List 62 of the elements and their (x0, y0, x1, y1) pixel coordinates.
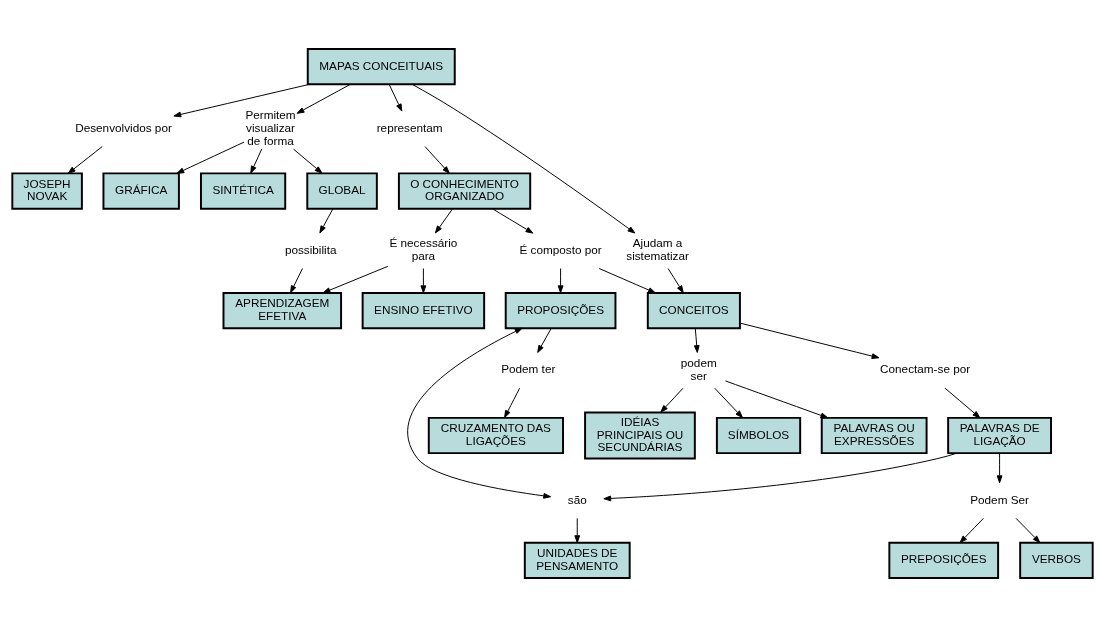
node-box: UNIDADES DE PENSAMENTO (523, 541, 631, 580)
node-box: IDÉIAS PRINCIPAIS OU SECUNDÁRIAS (584, 411, 696, 460)
node-text: Podem ter (501, 362, 556, 376)
arrow (944, 387, 981, 419)
arrow (319, 208, 334, 234)
node-box: O CONHECIMENTO ORGANIZADO (397, 172, 532, 210)
arrow (434, 208, 454, 234)
node-box: CONCEITOS (646, 291, 741, 330)
node-box: JOSEPH NOVAK (11, 172, 83, 210)
arrow (322, 265, 389, 294)
arrow (293, 148, 323, 174)
arrow (176, 141, 245, 174)
node-text: podem ser (680, 356, 717, 382)
node-text: É composto por (519, 242, 602, 256)
node-box: CRUZAMENTO DAS LIGAÇÕES (427, 416, 564, 455)
arrow (290, 268, 303, 294)
node-box: MAPAS CONCEITUAIS (306, 47, 456, 86)
node-text: Conectam-se por (880, 362, 971, 376)
arrow (996, 452, 1003, 484)
node-text: representam (376, 120, 443, 134)
node-box: ENSINO EFETIVO (361, 291, 486, 330)
arrow (959, 517, 984, 544)
node-text: possibilita (284, 242, 337, 256)
arrow (296, 83, 351, 114)
node-text: Ajudam a sistematizar (626, 236, 689, 263)
arrow (424, 146, 450, 174)
arrow (250, 148, 263, 174)
node-box: VERBOS (1019, 541, 1094, 580)
arrow (411, 83, 636, 234)
arrow (714, 387, 743, 419)
node-box: PALAVRAS DE LIGAÇÃO (947, 416, 1052, 455)
arrow (504, 387, 521, 419)
arrow (667, 268, 684, 294)
arrow (603, 452, 958, 502)
node-box: PREPOSIÇÕES (888, 541, 1000, 580)
arrow (420, 268, 427, 294)
arrow (407, 327, 552, 499)
node-box: SINTÉTICA (199, 172, 287, 210)
arrow (739, 322, 880, 359)
arrow (574, 517, 581, 544)
arrow (557, 268, 564, 294)
node-text: Desenvolvidos por (75, 120, 172, 134)
arrow (660, 387, 684, 413)
node-box: GRÁFICA (102, 172, 180, 210)
node-box: GLOBAL (306, 172, 378, 210)
arrow (724, 380, 829, 419)
arrow (491, 208, 534, 234)
node-text: Permitem visualizar de forma (245, 108, 296, 147)
node-text: É necessário para (389, 236, 458, 263)
arrow (693, 327, 700, 353)
arrow (598, 268, 656, 294)
arrow (1015, 517, 1041, 544)
arrow (388, 83, 403, 112)
arrow (537, 327, 552, 353)
node-text: são (567, 492, 587, 506)
node-text: Podem Ser (970, 492, 1029, 506)
node-box: PALAVRAS OU EXPRESSÕES (820, 416, 928, 455)
arrow (173, 83, 311, 118)
arrow (67, 146, 103, 174)
node-box: PROPOSIÇÕES (504, 291, 617, 330)
node-box: SÍMBOLOS (715, 416, 802, 455)
node-box: APRENDIZAGEM EFETIVA (222, 291, 343, 330)
